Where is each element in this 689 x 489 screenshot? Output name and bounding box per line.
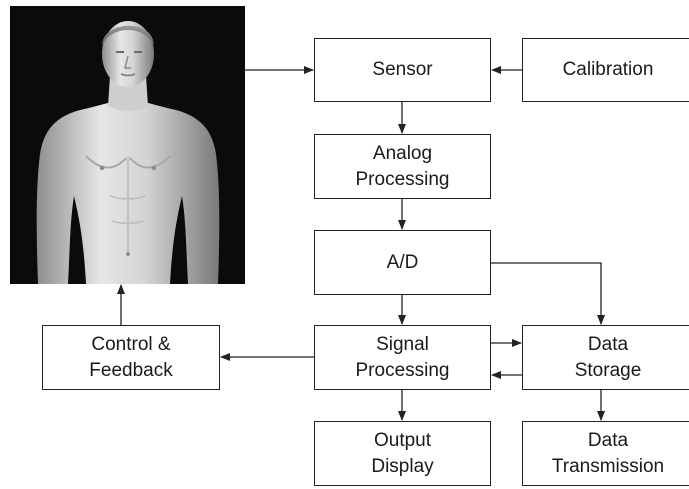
analog-processing-label: Analog Processing [355, 142, 450, 190]
control-feedback-block: Control & Feedback [42, 325, 220, 390]
control-feedback-label: Control & Feedback [89, 333, 173, 381]
signal-processing-label: Signal Processing [355, 333, 450, 381]
data-storage-block: Data Storage [522, 325, 689, 390]
data-transmission-block: Data Transmission [522, 421, 689, 486]
arrow-ad-to-storage [491, 262, 605, 325]
human-torso-illustration [36, 21, 220, 284]
calibration-label: Calibration [562, 59, 654, 80]
analog-processing-block: Analog Processing [314, 134, 491, 199]
data-transmission-label: Data Transmission [551, 429, 665, 477]
sensor-label: Sensor [372, 59, 433, 80]
signal-processing-block: Signal Processing [314, 325, 491, 390]
output-display-block: Output Display [314, 421, 491, 486]
output-display-label: Output Display [371, 429, 434, 477]
human-body-image [10, 6, 245, 284]
sensor-block: Sensor [314, 38, 491, 102]
ad-block: A/D [314, 230, 491, 295]
data-storage-label: Data Storage [574, 333, 642, 381]
calibration-block: Calibration [522, 38, 689, 102]
ad-label: A/D [386, 251, 419, 273]
